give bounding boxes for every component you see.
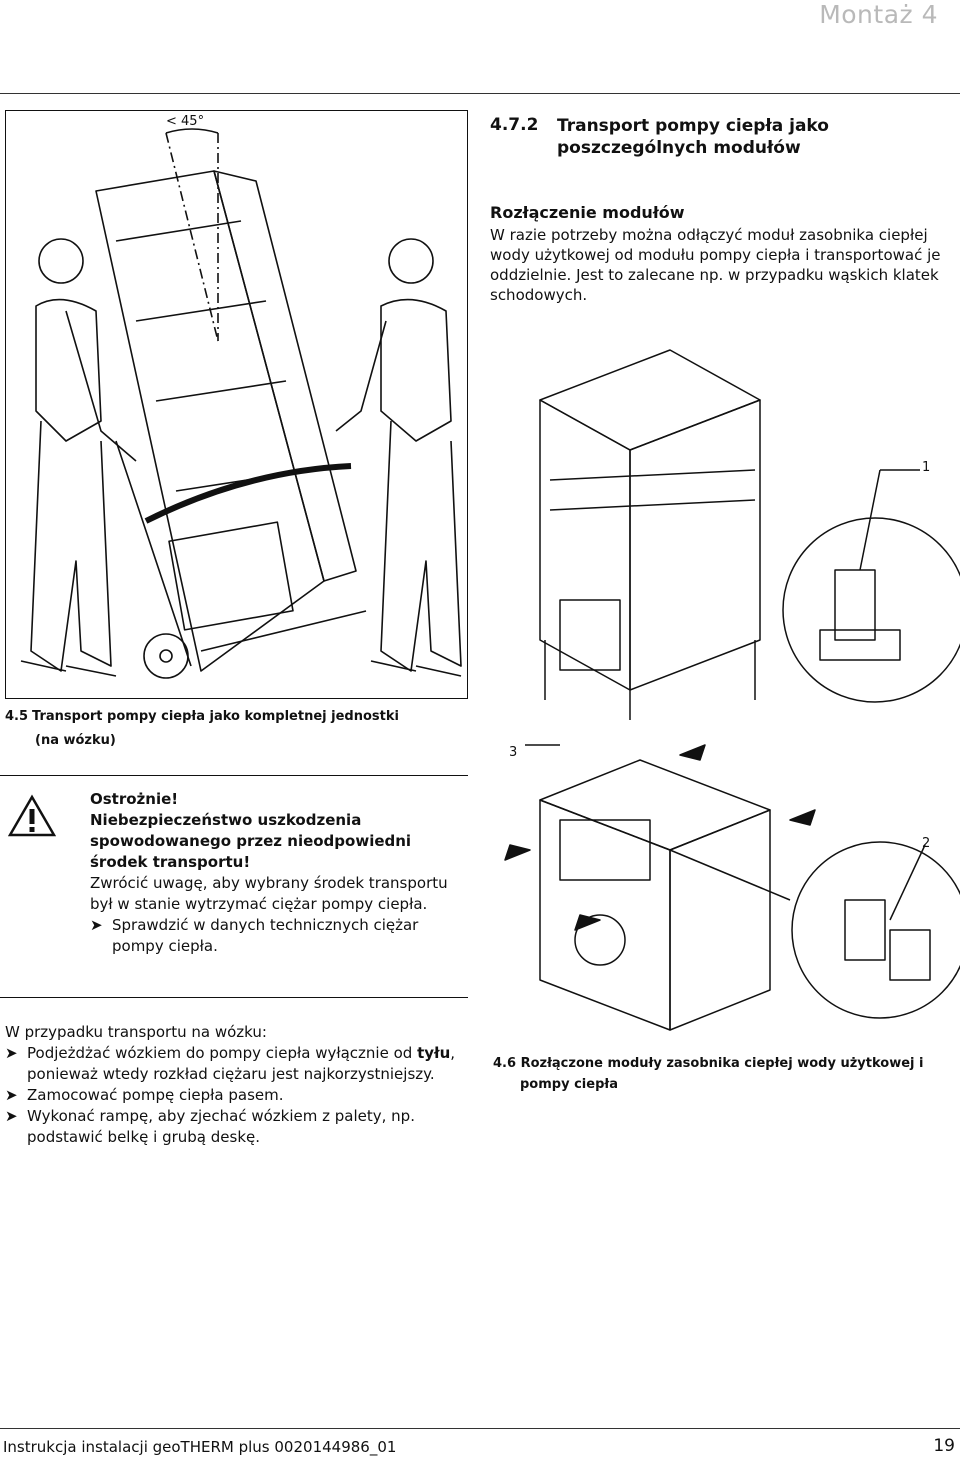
figure-label-1: 1 — [922, 460, 931, 475]
warning-danger: Niebezpieczeństwo uszkodzenia spowodowan… — [90, 811, 412, 871]
bullet-arrow-icon: ➤ — [5, 1044, 18, 1062]
figure-4-5-caption-line2: (na wózku) — [35, 733, 116, 748]
instruction-item: ➤ Zamocować pompę ciepła pasem. — [5, 1085, 465, 1106]
figure-4-5-number: 4.5 — [5, 709, 29, 724]
warning-triangle-icon — [8, 794, 56, 837]
warning-text: Zwrócić uwagę, aby wybrany środek transp… — [90, 874, 448, 913]
angle-label: < 45° — [166, 114, 205, 129]
instruction-text: Wykonać rampę, aby zjechać wózkiem z pal… — [27, 1107, 415, 1146]
instruction-emphasis: tyłu — [417, 1044, 451, 1062]
figure-4-6-caption: 4.6 Rozłączone moduły zasobnika ciepłej … — [493, 1053, 958, 1095]
warning-rule-top — [0, 775, 468, 776]
instructions-intro: W przypadku transportu na wózku: — [5, 1023, 267, 1041]
section-number: 4.7.2 — [490, 115, 539, 135]
warning-block: Ostrożnie! Niebezpieczeństwo uszkodzenia… — [90, 789, 465, 957]
bullet-arrow-icon: ➤ — [5, 1107, 18, 1125]
footer-document-title: Instrukcja instalacji geoTHERM plus 0020… — [3, 1438, 397, 1456]
section-paragraph: W razie potrzeby można odłączyć moduł za… — [490, 226, 941, 304]
warning-bullet: ➤ Sprawdzić w danych technicznych ciężar… — [90, 915, 465, 957]
instruction-text: Podjeżdżać wózkiem do pompy ciepła wyłąc… — [27, 1044, 418, 1062]
figure-label-2: 2 — [922, 836, 931, 851]
warning-bullet-text: Sprawdzić w danych technicznych ciężar p… — [112, 916, 419, 955]
section-title-line2: poszczególnych modułów — [557, 138, 801, 158]
instruction-text: Zamocować pompę ciepła pasem. — [27, 1086, 284, 1104]
figure-4-5-caption-line1: Transport pompy ciepła jako kompletnej j… — [32, 709, 399, 724]
footer-rule — [0, 1428, 960, 1429]
instruction-item: ➤ Wykonać rampę, aby zjechać wózkiem z p… — [5, 1106, 465, 1148]
instruction-item: ➤ Podjeżdżać wózkiem do pompy ciepła wył… — [5, 1043, 465, 1085]
figure-4-5-frame: < 45° — [5, 110, 468, 699]
subheading: Rozłączenie modułów — [490, 203, 685, 222]
transport-instructions: W przypadku transportu na wózku: ➤ Podje… — [5, 1022, 465, 1148]
running-head: Montaż 4 — [819, 0, 938, 29]
warning-title: Ostrożnie! — [90, 790, 179, 808]
modules-illustration — [504, 349, 960, 1031]
figure-4-6-number: 4.6 — [493, 1056, 517, 1071]
header-rule — [0, 93, 960, 94]
transport-illustration — [20, 128, 462, 679]
warning-rule-bottom — [0, 997, 468, 998]
figure-4-6-caption-line2: pompy ciepła — [520, 1077, 618, 1092]
section-title-line1: Transport pompy ciepła jako — [557, 116, 829, 136]
figure-label-3: 3 — [509, 745, 518, 760]
page-number: 19 — [933, 1436, 955, 1456]
figure-4-6-caption-line1: Rozłączone moduły zasobnika ciepłej wody… — [520, 1056, 924, 1071]
bullet-arrow-icon: ➤ — [5, 1086, 18, 1104]
section-title: Transport pompy ciepła jako poszczególny… — [557, 115, 887, 159]
bullet-arrow-icon: ➤ — [90, 916, 103, 934]
instruction-text-cont: , ponieważ wtedy rozkład ciężaru jest na… — [27, 1044, 456, 1083]
